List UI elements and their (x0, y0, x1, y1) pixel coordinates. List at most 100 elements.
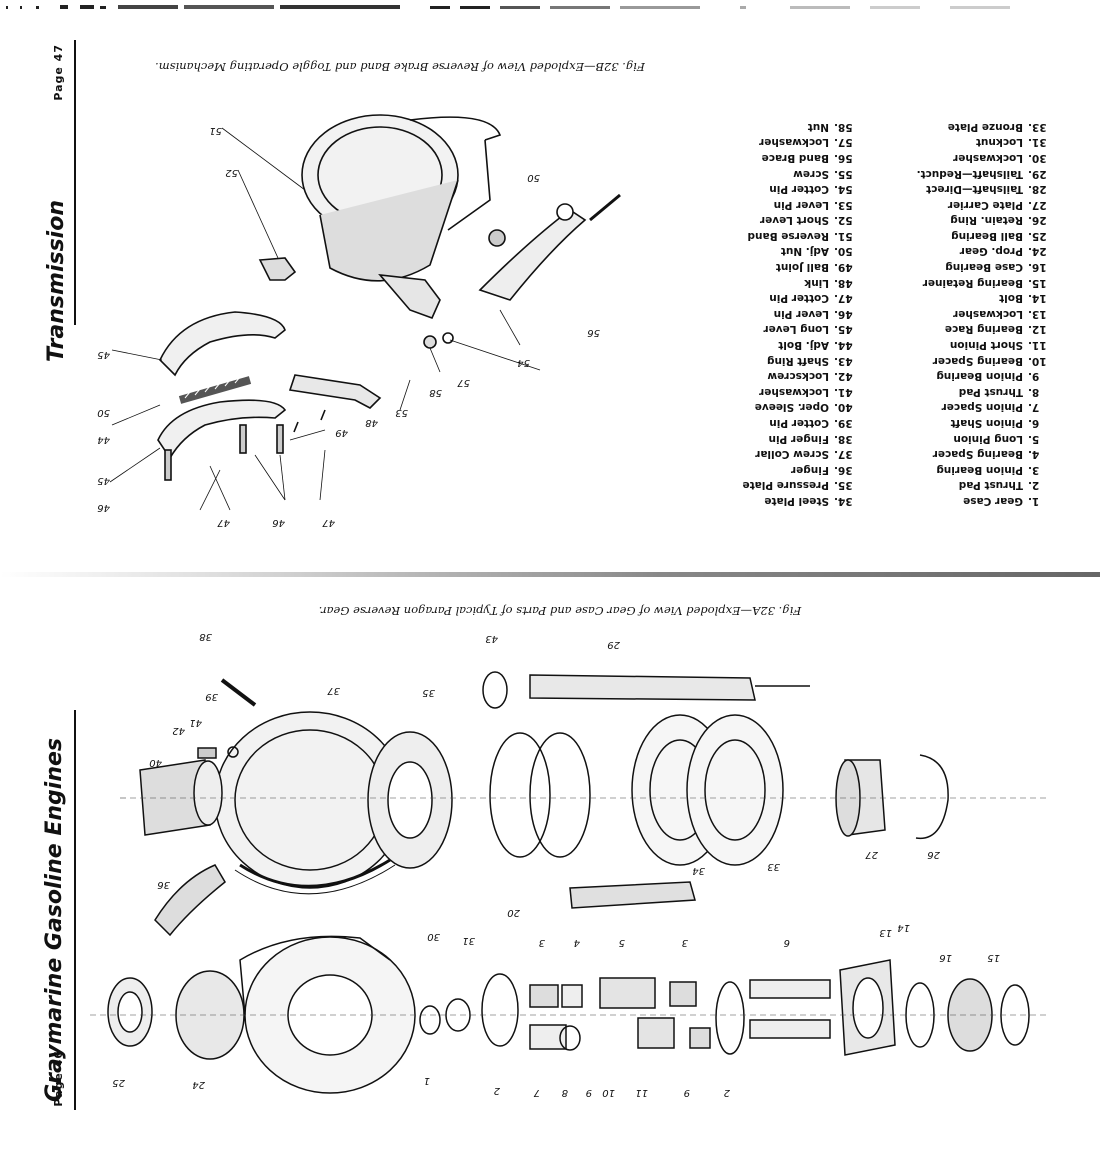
part-number: 5. (1028, 432, 1040, 445)
part-name: Long Lever (763, 323, 829, 336)
svg-text:43: 43 (485, 633, 498, 644)
svg-text:35: 35 (422, 687, 435, 698)
finger-pin (220, 678, 257, 707)
svg-text:52: 52 (225, 167, 238, 178)
part-number: 26. (1028, 214, 1047, 227)
part-number: 28. (1028, 182, 1047, 195)
part-name: Plate Carrier (947, 198, 1023, 211)
part-name: Ball Bearing (951, 229, 1023, 242)
svg-text:27: 27 (865, 849, 878, 860)
part-number: 10. (1028, 354, 1047, 367)
part-name: Bearing Race (944, 323, 1023, 336)
part-name: Thrust Pad (958, 479, 1023, 492)
svg-text:3: 3 (682, 937, 688, 948)
part-number: 49. (834, 260, 853, 273)
part-name: Bearing Spacer (932, 354, 1023, 367)
part-number: 38. (834, 432, 853, 445)
tailshaft-direct (569, 881, 696, 909)
part-name: Link (804, 276, 829, 289)
svg-text:45: 45 (97, 349, 110, 360)
part-number: 51. (834, 229, 853, 242)
long-lever-upper (159, 311, 286, 377)
parts-list-item: 28.Tailshaft—Direct (912, 180, 1052, 196)
svg-text:46: 46 (272, 517, 285, 528)
svg-text:16: 16 (939, 952, 952, 963)
part-name: Steel Plate (764, 494, 829, 507)
parts-list-item: 42.Lockscrew (728, 368, 858, 384)
svg-text:45: 45 (97, 475, 110, 486)
part-number: 44. (834, 338, 853, 351)
parts-list-item: 14.Bolt (912, 290, 1052, 306)
svg-text:49: 49 (335, 427, 348, 438)
parts-list-item: 36.Finger (728, 461, 858, 477)
part-name: Lever Pin (773, 198, 829, 211)
svg-text:47: 47 (217, 517, 230, 528)
part-name: Lockscrew (767, 370, 829, 383)
svg-text:14: 14 (897, 922, 910, 933)
svg-text:2: 2 (494, 1085, 500, 1096)
part-number: 43. (834, 354, 853, 367)
svg-text:9: 9 (684, 1087, 690, 1098)
long-pinion (599, 977, 656, 1009)
thrust-pad-3 (715, 981, 745, 1055)
part-name: Pinion Bearing (936, 463, 1023, 476)
parts-list-item: 7.Pinion Spacer (912, 399, 1052, 415)
short-lever (258, 257, 297, 281)
toggle-arm (478, 209, 587, 301)
part-number: 30. (1028, 151, 1047, 164)
part-number: 9. (1028, 370, 1040, 383)
part-name: Prop. Gear (959, 245, 1023, 258)
svg-text:13: 13 (879, 927, 892, 938)
parts-list-item: 46.Lever Pin (728, 305, 858, 321)
part-number: 8. (1028, 385, 1040, 398)
parts-list-item: 45.Long Lever (728, 321, 858, 337)
part-name: Oper. Sleeve (754, 401, 829, 414)
parts-list-item: 12.Bearing Race (912, 321, 1052, 337)
parts-list-item: 25.Ball Bearing (912, 227, 1052, 243)
part-number: 58. (834, 120, 853, 133)
parts-list-item: 15.Bearing Retainer (912, 274, 1052, 290)
scan-edge-strip (6, 5, 1010, 9)
steel-plate-2 (529, 732, 591, 858)
nut-58 (423, 335, 437, 349)
parts-list-item: 4.Bearing Spacer (912, 445, 1052, 461)
part-name: Adj. Bolt (778, 338, 829, 351)
figure-caption-32a: Fig. 32A—Exploded View of Gear Case and … (318, 604, 802, 618)
retain-ring (915, 754, 949, 840)
svg-text:53: 53 (395, 407, 408, 418)
bronze-plate-2 (686, 714, 784, 866)
part-number: 57. (834, 136, 853, 149)
parts-list-item: 27.Plate Carrier (912, 196, 1052, 212)
parts-list-item: 13.Lockwasher (912, 305, 1052, 321)
lockwasher (445, 998, 471, 1032)
parts-list-item: 30.Lockwasher (912, 149, 1052, 165)
parts-list-item: 51.Reverse Band (728, 227, 858, 243)
svg-text:29: 29 (607, 639, 620, 650)
part-name: Short Pinion (949, 338, 1023, 351)
svg-text:24: 24 (192, 1079, 205, 1090)
long-lever-lower (157, 399, 287, 460)
svg-text:4: 4 (574, 937, 580, 948)
parts-list-item: 2.Thrust Pad (912, 477, 1052, 493)
part-name: Tailshaft—Reduct. (916, 167, 1023, 180)
svg-text:48: 48 (365, 417, 378, 428)
part-name: Pinion Shaft (950, 416, 1023, 429)
svg-text:3: 3 (539, 937, 545, 948)
part-number: 11. (1028, 338, 1047, 351)
parts-list-item: 58.Nut (728, 118, 858, 134)
svg-text:50: 50 (527, 172, 540, 183)
thrust-pad-2 (559, 1025, 581, 1051)
part-number: 52. (834, 214, 853, 227)
left-margin-rule-upper (74, 40, 76, 325)
part-number: 31. (1028, 136, 1047, 149)
part-name: Pressure Plate (742, 479, 829, 492)
svg-text:6: 6 (784, 1097, 790, 1100)
adj-nut (488, 229, 506, 247)
svg-text:44: 44 (97, 434, 110, 445)
part-number: 54. (834, 182, 853, 195)
adj-bolt-spring (178, 376, 252, 404)
parts-list-item: 40.Oper. Sleeve (728, 399, 858, 415)
parts-list-item: 8.Thrust Pad (912, 383, 1052, 399)
locknut (419, 1005, 441, 1035)
part-name: Lockwasher (953, 307, 1023, 320)
